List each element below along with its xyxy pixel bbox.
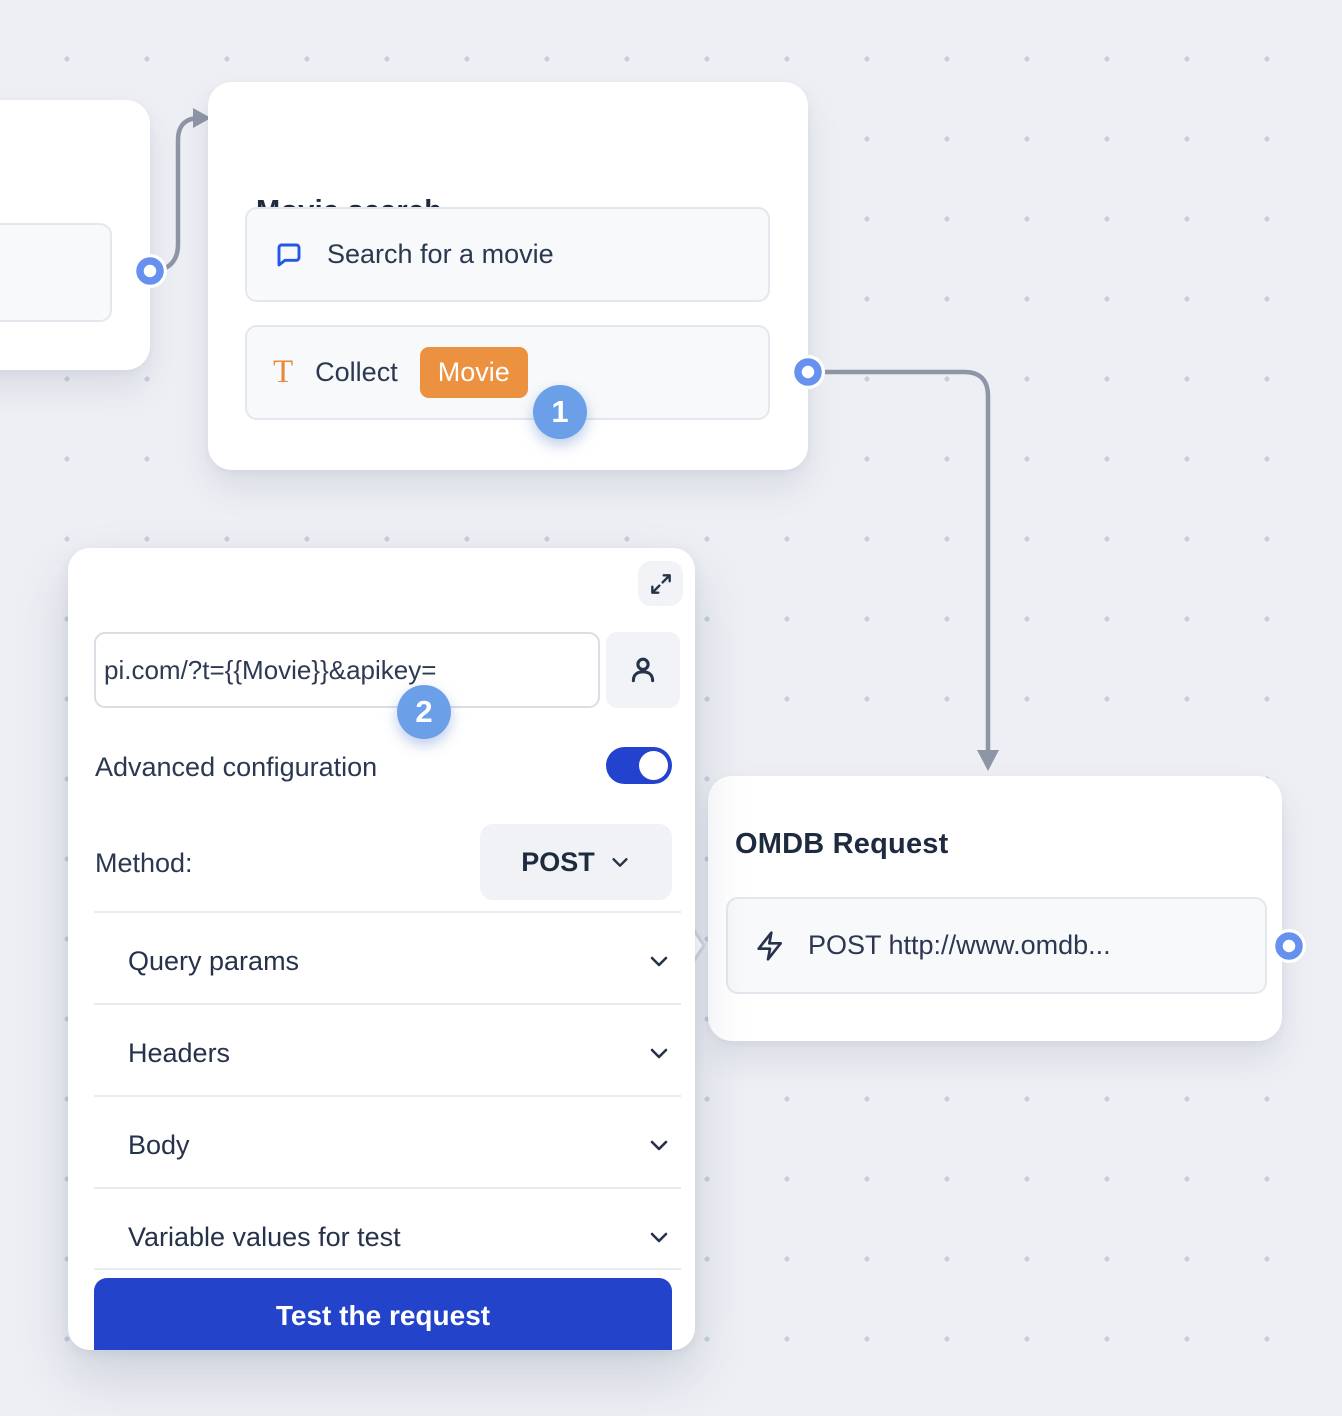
chat-bubble-icon [273, 239, 305, 271]
block-label: POST http://www.omdb... [808, 930, 1111, 960]
partial-node-block[interactable] [0, 223, 112, 322]
toggle-knob [639, 751, 668, 780]
chevron-down-icon [647, 1041, 671, 1065]
section-label: Query params [128, 945, 300, 976]
method-select[interactable]: POST [480, 824, 672, 900]
section-label: Body [128, 1129, 190, 1160]
divider [94, 1187, 681, 1189]
arrowhead-down-icon [977, 750, 999, 771]
section-variable-values[interactable]: Variable values for test [94, 1197, 681, 1277]
chevron-down-icon [647, 1225, 671, 1249]
block-omdb-post[interactable]: POST http://www.omdb... [726, 897, 1267, 994]
block-collect-movie[interactable]: T Collect Movie [245, 325, 770, 420]
block-label: Collect [315, 357, 398, 387]
expand-button[interactable] [638, 561, 683, 606]
url-input[interactable] [94, 632, 600, 708]
block-label: Search for a movie [327, 239, 554, 269]
chevron-down-icon [647, 1133, 671, 1157]
divider [94, 1268, 681, 1270]
user-variable-button[interactable] [606, 632, 680, 708]
section-label: Variable values for test [128, 1221, 401, 1252]
test-request-button[interactable]: Test the request [94, 1278, 672, 1350]
section-query-params[interactable]: Query params [94, 921, 681, 1001]
connector-left-to-movie-search [147, 115, 203, 274]
divider [94, 1095, 681, 1097]
block-search-for-movie[interactable]: Search for a movie [245, 207, 770, 302]
node-movie-search[interactable]: Movie search Search for a movie T Collec… [208, 82, 808, 470]
chevron-down-icon [609, 851, 631, 873]
step-badge-1: 1 [533, 385, 587, 439]
section-headers[interactable]: Headers [94, 1013, 681, 1093]
divider [94, 1003, 681, 1005]
advanced-configuration-toggle[interactable] [606, 747, 672, 784]
node-title: OMDB Request [735, 828, 949, 860]
chevron-down-icon [647, 949, 671, 973]
connector-collect-to-omdb [805, 369, 991, 755]
lightning-icon [754, 930, 786, 962]
user-icon [626, 653, 660, 687]
advanced-configuration-label: Advanced configuration [95, 752, 378, 782]
variable-badge-movie[interactable]: Movie [419, 346, 528, 399]
divider [94, 911, 681, 913]
method-value: POST [521, 846, 595, 877]
node-omdb-request[interactable]: OMDB Request POST http://www.omdb... [708, 776, 1282, 1041]
text-input-icon: T [273, 354, 294, 390]
step-badge-2: 2 [397, 685, 451, 739]
expand-icon [648, 571, 674, 597]
section-label: Headers [128, 1037, 231, 1068]
section-body[interactable]: Body [94, 1105, 681, 1185]
partial-node-card[interactable] [0, 100, 150, 370]
method-label: Method: [95, 848, 193, 878]
webhook-config-panel[interactable]: 2 Advanced configuration Method: POST Qu… [68, 548, 695, 1350]
